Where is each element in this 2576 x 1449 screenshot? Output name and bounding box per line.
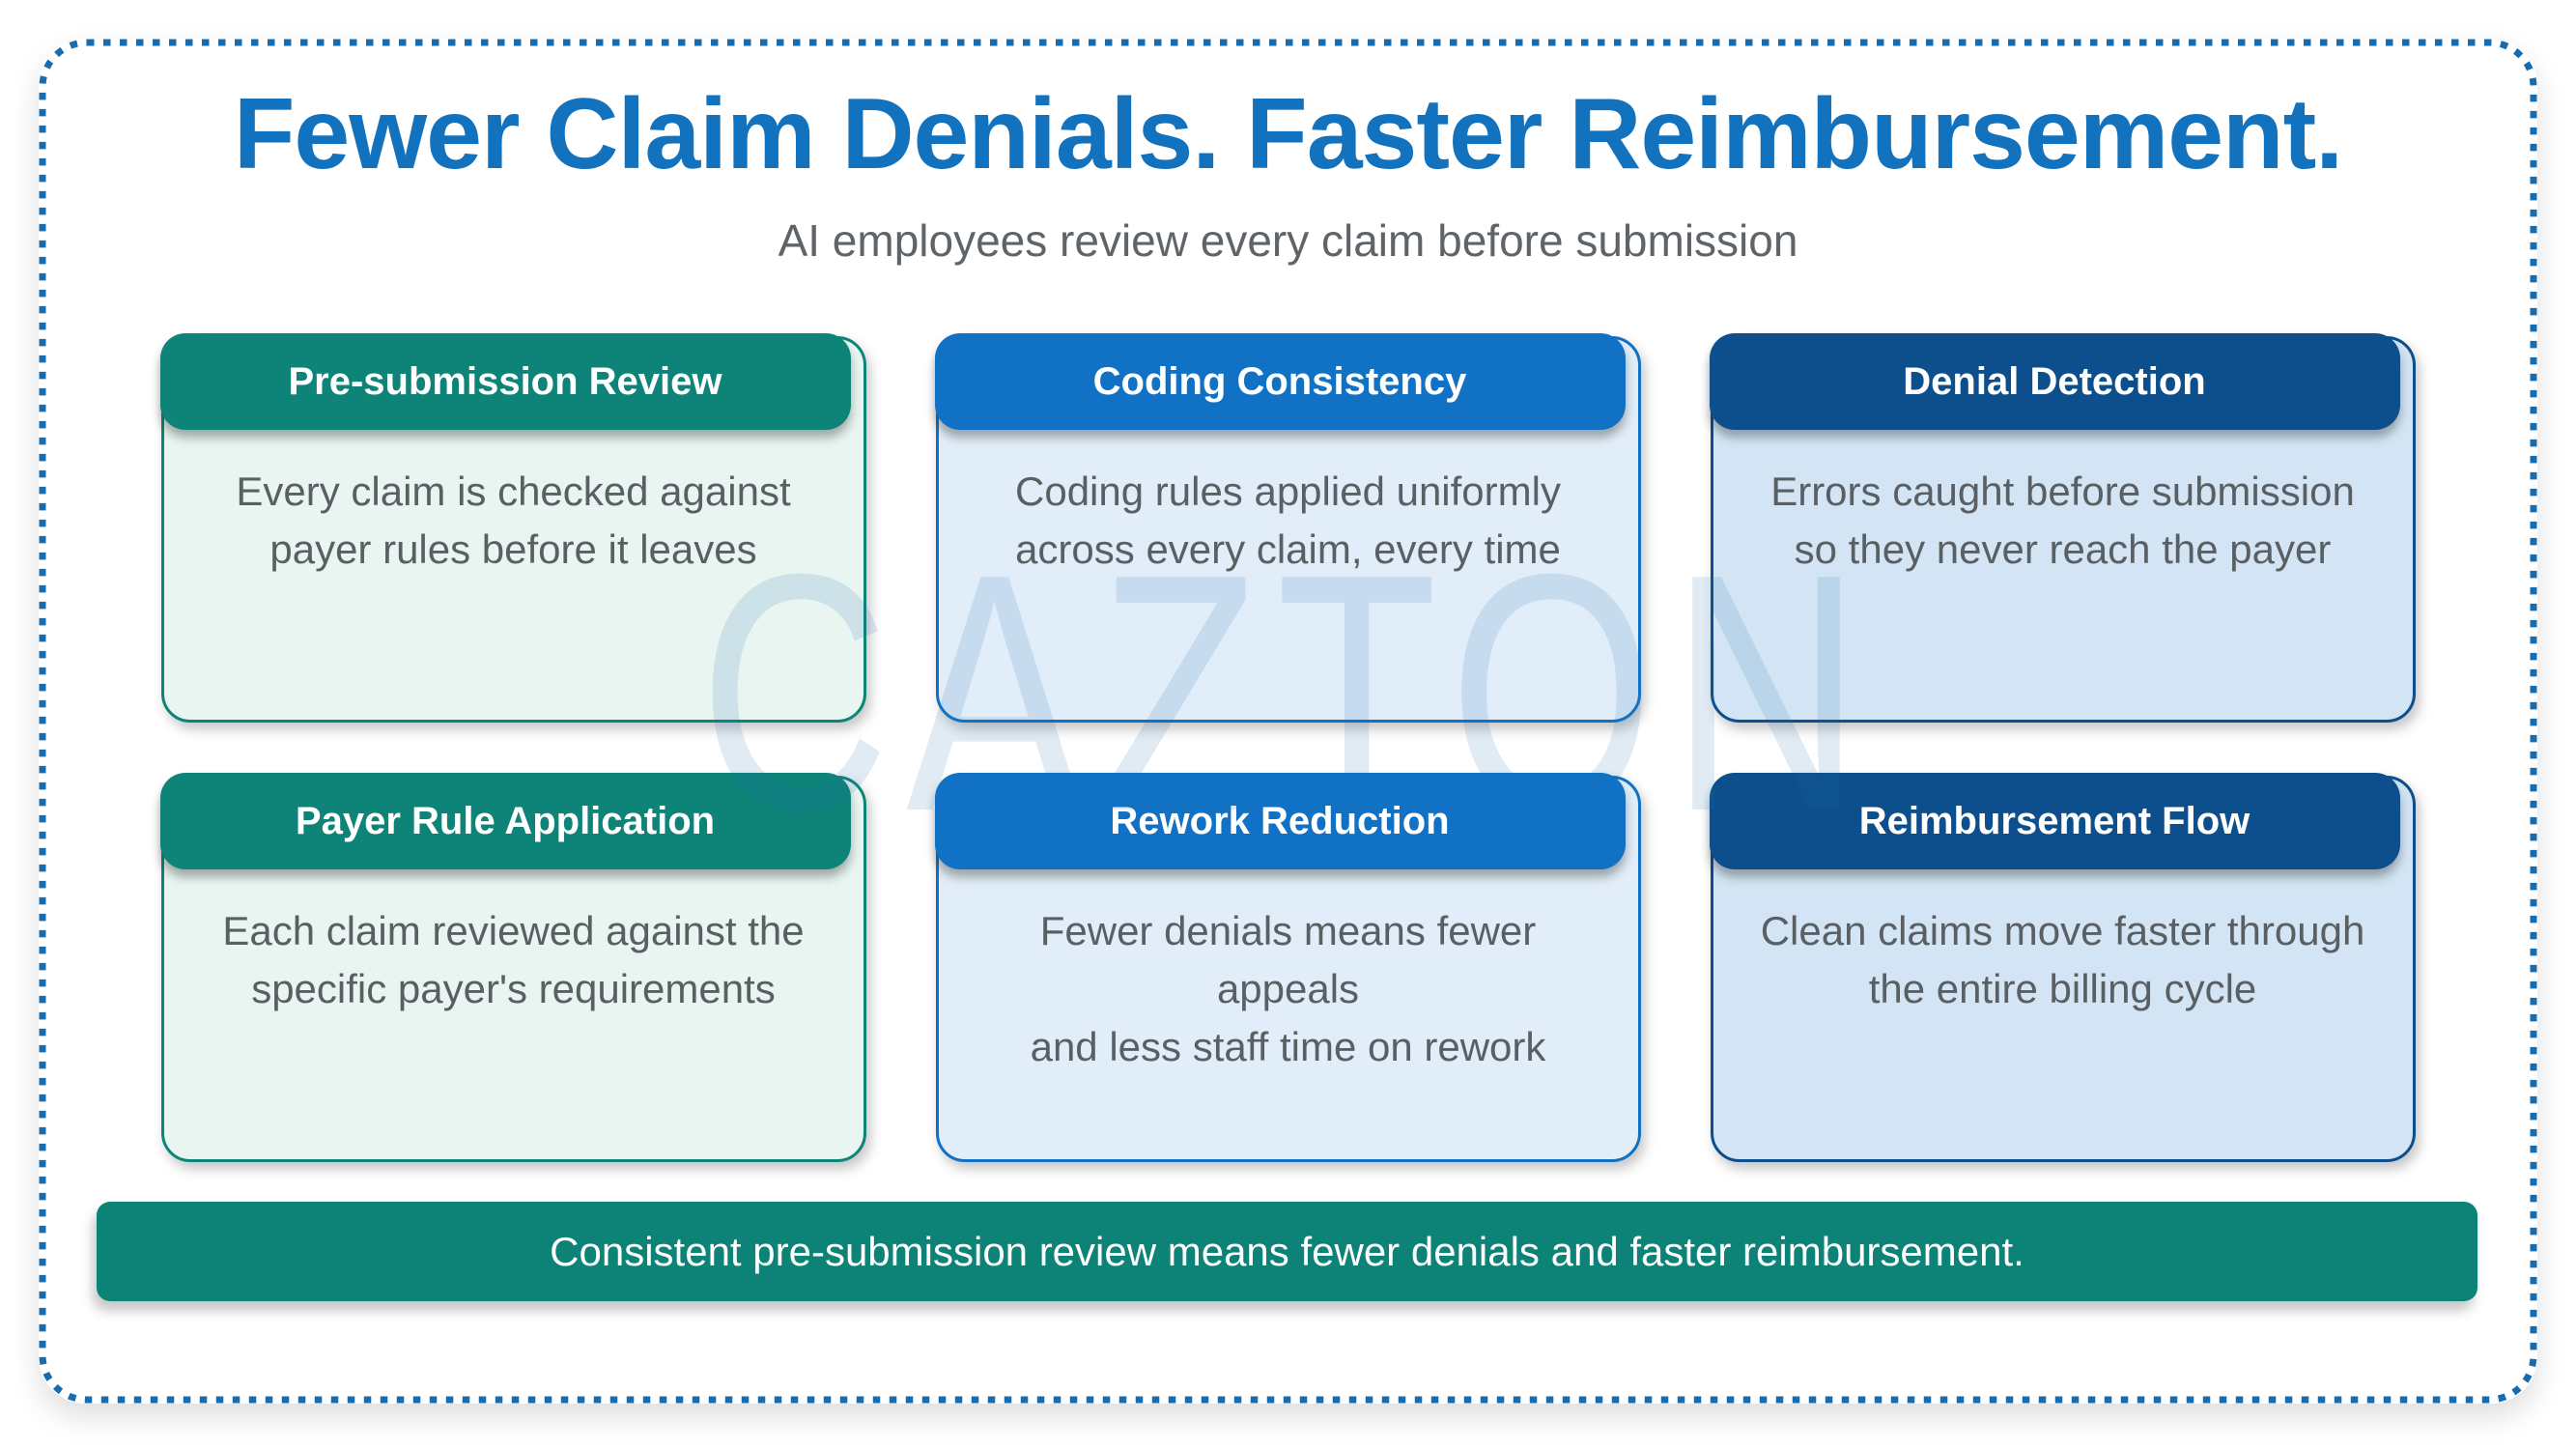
card-body: Coding rules applied uniformly across ev…	[939, 436, 1638, 720]
card-reimbursement-flow: Reimbursement Flow Clean claims move fas…	[1709, 773, 2416, 1162]
card-title: Coding Consistency	[1092, 359, 1467, 403]
card-pre-submission-review: Pre-submission Review Every claim is che…	[159, 333, 866, 723]
card-title: Pre-submission Review	[288, 359, 722, 403]
footer-banner-text: Consistent pre-submission review means f…	[550, 1228, 2024, 1274]
card-title: Payer Rule Application	[295, 799, 716, 842]
card-body: Every claim is checked against payer rul…	[164, 436, 863, 720]
card-denial-detection: Denial Detection Errors caught before su…	[1709, 333, 2416, 723]
card-body: Clean claims move faster through the ent…	[1713, 875, 2413, 1159]
card-body: Errors caught before submission so they …	[1713, 436, 2413, 720]
card-header: Rework Reduction	[934, 773, 1626, 869]
dotted-frame: Fewer Claim Denials. Faster Reimbursemen…	[39, 39, 2537, 1404]
card-text: Errors caught before submission so they …	[1770, 469, 2355, 573]
card-title: Denial Detection	[1903, 359, 2206, 403]
card-header: Payer Rule Application	[159, 773, 851, 869]
card-header: Denial Detection	[1709, 333, 2400, 430]
card-text: Each claim reviewed against the specific…	[222, 908, 805, 1012]
card-header: Coding Consistency	[934, 333, 1626, 430]
card-text: Coding rules applied uniformly across ev…	[1015, 469, 1561, 573]
card-body: Each claim reviewed against the specific…	[164, 875, 863, 1159]
footer-banner: Consistent pre-submission review means f…	[97, 1202, 2477, 1301]
card-text: Clean claims move faster through the ent…	[1760, 908, 2365, 1012]
card-body: Fewer denials means fewer appeals and le…	[939, 875, 1638, 1159]
dotted-border	[39, 39, 2537, 1404]
card-text: Fewer denials means fewer appeals and le…	[1030, 908, 1546, 1070]
card-rework-reduction: Rework Reduction Fewer denials means few…	[934, 773, 1641, 1162]
card-header: Reimbursement Flow	[1709, 773, 2400, 869]
page-title: Fewer Claim Denials. Faster Reimbursemen…	[233, 78, 2343, 190]
card-text: Every claim is checked against payer rul…	[236, 469, 791, 573]
cards-grid: Pre-submission Review Every claim is che…	[159, 333, 2416, 1162]
card-coding-consistency: Coding Consistency Coding rules applied …	[934, 333, 1641, 723]
card-title: Rework Reduction	[1110, 799, 1450, 842]
card-title: Reimbursement Flow	[1858, 799, 2250, 842]
page-subtitle: AI employees review every claim before s…	[778, 215, 1798, 266]
card-header: Pre-submission Review	[159, 333, 851, 430]
card-payer-rule-application: Payer Rule Application Each claim review…	[159, 773, 866, 1162]
